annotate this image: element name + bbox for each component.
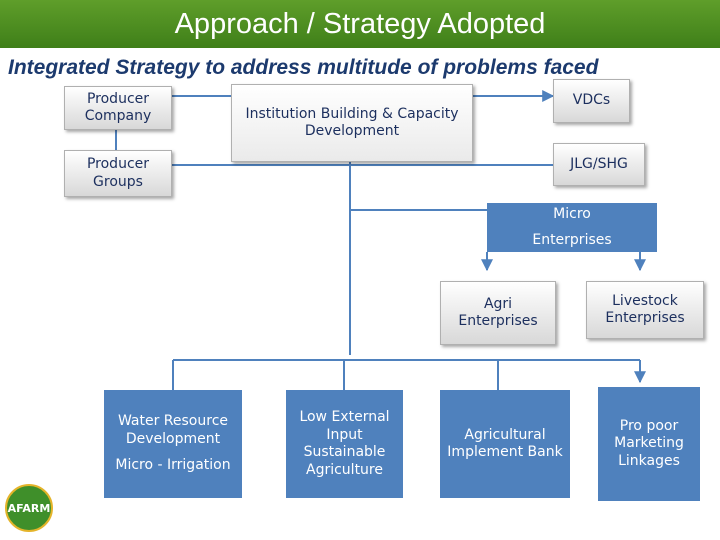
node-institution-line2: Development xyxy=(304,123,400,139)
node-producer-groups-line2: Groups xyxy=(93,173,143,190)
node-livestock-line1: Livestock xyxy=(612,292,678,309)
node-agri-enterprises: Agri Enterprises xyxy=(440,281,556,345)
node-water-resource: Water Resource Development Micro - Irrig… xyxy=(104,390,242,498)
page-subtitle: Integrated Strategy to address multitude… xyxy=(8,56,599,79)
node-vdcs: VDCs xyxy=(553,79,630,123)
node-livestock-line2: Enterprises xyxy=(605,310,685,326)
node-water-line2: Development xyxy=(125,430,221,447)
node-micro-line2: Enterprises xyxy=(532,231,612,248)
node-agri-line2: Enterprises xyxy=(458,313,538,329)
node-institution-building: Institution Building & Capacity Developm… xyxy=(231,84,473,162)
node-marketing-line1: Pro poor xyxy=(619,417,679,434)
node-jlg-shg: JLG/SHG xyxy=(553,143,645,186)
node-implement-line2: Implement Bank xyxy=(447,444,563,460)
node-producer-company-line1: Producer xyxy=(86,90,150,107)
node-micro-enterprises: Micro Enterprises xyxy=(487,203,657,252)
node-pro-poor-marketing: Pro poor Marketing Linkages xyxy=(598,387,700,501)
node-low-external-input: Low External Input Sustainable Agricultu… xyxy=(286,390,403,498)
node-leisa-line3: Sustainable xyxy=(303,444,386,460)
node-producer-company-line2: Company xyxy=(84,108,152,124)
node-producer-groups: Producer Groups xyxy=(64,150,172,197)
node-micro-line1: Micro xyxy=(553,206,591,223)
node-producer-company: Producer Company xyxy=(64,86,172,130)
node-livestock-enterprises: Livestock Enterprises xyxy=(586,281,704,339)
node-agri-line1: Agri xyxy=(483,295,513,312)
page-title: Approach / Strategy Adopted xyxy=(174,8,546,40)
header-bar: Approach / Strategy Adopted xyxy=(0,0,720,48)
node-micro-irrigation-label: Micro - Irrigation xyxy=(115,457,231,474)
node-marketing-line2: Marketing xyxy=(614,435,684,452)
node-producer-groups-line1: Producer xyxy=(86,156,150,172)
node-vdcs-label: VDCs xyxy=(572,92,611,109)
node-agricultural-implement-bank: Agricultural Implement Bank xyxy=(440,390,570,498)
node-implement-line1: Agricultural xyxy=(464,426,546,443)
node-leisa-line2: Input xyxy=(326,426,363,443)
node-leisa-line1: Low External xyxy=(299,409,390,425)
afarm-logo-text: AFARM xyxy=(7,501,51,515)
node-water-line1: Water Resource xyxy=(117,413,229,430)
node-institution-line1: Institution Building & Capacity xyxy=(245,105,459,122)
afarm-logo: AFARM xyxy=(5,484,53,532)
node-jlg-shg-label: JLG/SHG xyxy=(570,155,628,172)
node-leisa-line4: Agriculture xyxy=(306,461,383,478)
node-marketing-line3: Linkages xyxy=(618,452,680,469)
